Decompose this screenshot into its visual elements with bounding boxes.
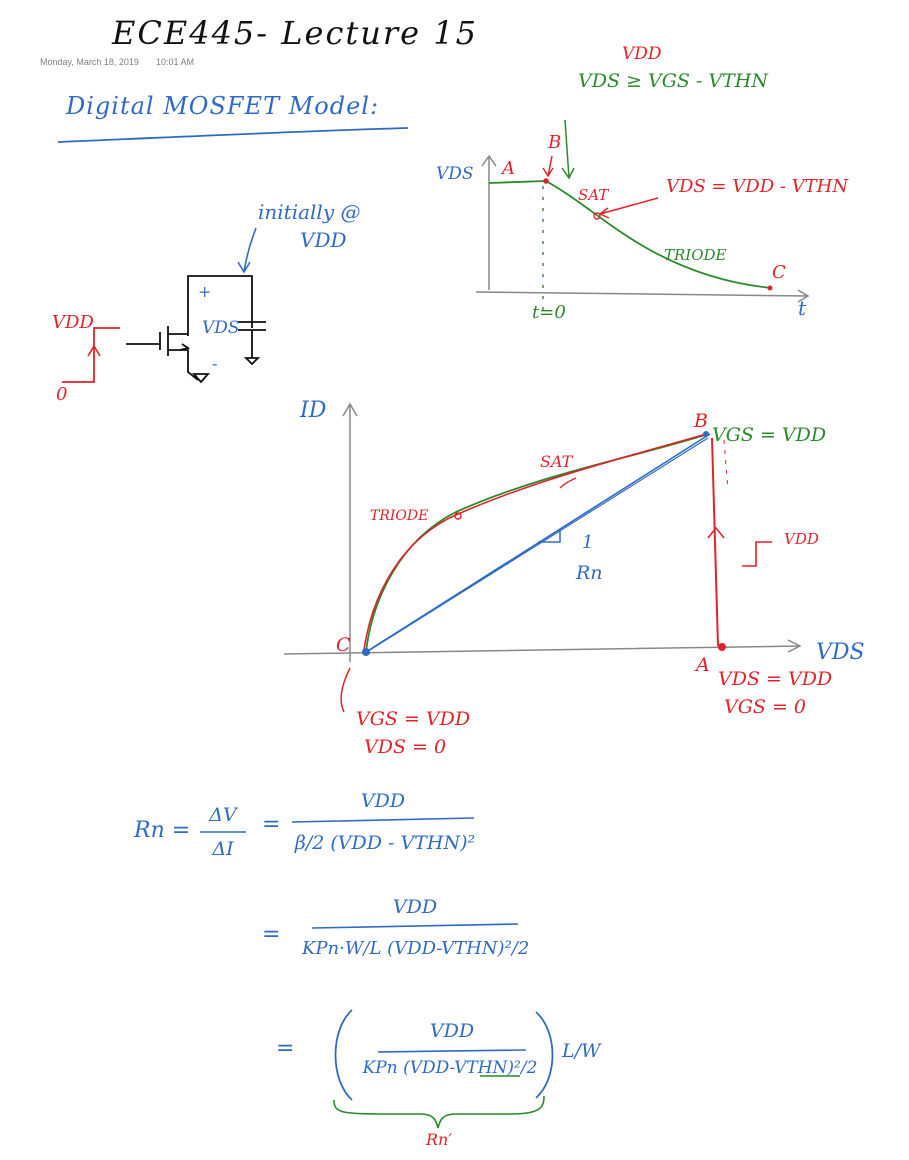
iv-b-condition: VGS = VDD [712,424,827,446]
vds-waveform [488,180,773,289]
eq-equals-2: = [262,922,281,947]
left-paren [334,1009,353,1101]
circuit-note-line1: initially @ [258,200,361,224]
iv-point-c: C [336,634,351,656]
timing-sat-condition: VDS = VDD - VTHN [666,176,849,197]
eq-di: ΔI [212,838,234,860]
vertical-a-to-b [711,437,719,647]
iv-triode: TRIODE [370,508,429,524]
eq-l-over-w: L/W [562,1040,601,1062]
timing-t-label: t [798,296,807,320]
timing-sat: SAT [578,186,609,204]
timing-y-label: VDS [436,164,474,184]
right-paren [535,1011,554,1099]
eq-num-2: VDD [392,896,438,918]
heading-underline [57,127,409,143]
eq-den-3: KPn (VDD-VTHN)²/2 [362,1058,538,1078]
frac-line-3 [377,1049,527,1053]
iv-c-line2: VDS = 0 [364,736,447,758]
iv-x-label: VDS [816,640,865,665]
eq-equals-3: = [276,1036,295,1061]
timing-triode: TRIODE [664,246,727,264]
iv-c-line1: VGS = VDD [356,708,471,730]
timing-t0: t=0 [532,302,566,323]
rn-line [365,433,711,653]
iv-a-line1: VDS = VDD [718,668,833,690]
note-date: Monday, March 18, 2019 [40,57,139,67]
timing-point-a: A [502,158,515,179]
iv-point-b: B [694,410,708,432]
timing-condition: VDS ≥ VGS - VTHN [578,70,768,92]
triode-sat-curve-red [363,433,707,651]
input-step [62,327,120,383]
timing-point-c: C [772,262,786,283]
section-heading: Digital MOSFET Model: [66,92,380,120]
eq-den-2: KPn·W/L (VDD-VTHN)²/2 [302,938,530,959]
timing-point-b: B [548,132,562,153]
circuit-plus: + [198,282,212,301]
lecture-title: ECE445- Lecture 15 [112,14,478,52]
iv-sat: SAT [540,452,573,471]
nmos-circuit [126,275,266,384]
timing-axes [475,154,810,303]
circuit-minus: - [212,354,218,373]
iv-slope-den: Rn [576,562,603,584]
iv-a-line2: VGS = 0 [724,696,807,718]
frac-line-1 [291,817,475,823]
eq-den-1: β/2 (VDD - VTHN)² [294,832,476,854]
iv-point-a: A [696,654,710,676]
slope-tick [538,530,561,543]
iv-axes [283,402,802,662]
iv-y-label: ID [300,398,327,423]
eq-lhs: Rn = [134,818,191,843]
eq-num-1: VDD [360,790,406,812]
iv-slope-num: 1 [582,532,594,553]
eq-dv: ΔV [209,804,237,826]
circuit-vds-label: VDS [202,318,240,338]
note-arrow [243,227,257,273]
circuit-vdd-label: VDD [52,312,94,333]
note-time: 10:01 AM [156,57,195,67]
eq-brace-label: Rn′ [426,1130,452,1149]
iv-input-vdd: VDD [784,530,819,548]
underbrace [333,1095,545,1129]
circuit-note-line2: VDD [300,228,347,252]
frac-line-2 [311,923,519,929]
eq-num-3: VDD [429,1020,475,1042]
eq-equals-1: = [262,812,281,837]
circuit-zero-label: 0 [56,384,68,405]
timing-vdd: VDD [622,44,662,64]
